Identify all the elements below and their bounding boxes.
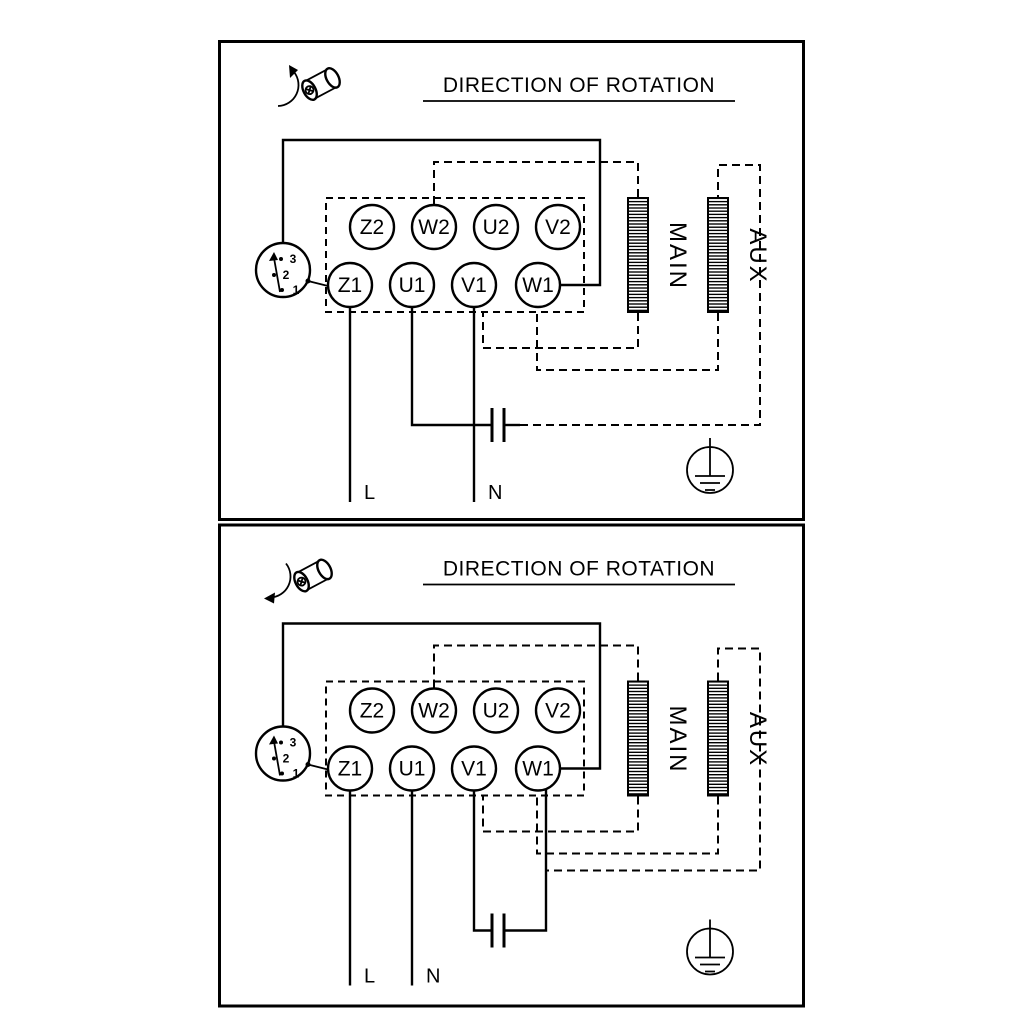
wire-capacitor-to-w1 xyxy=(505,789,548,932)
terminal-w1-label: W1 xyxy=(522,274,554,297)
terminal-w1 xyxy=(514,261,562,309)
main-winding xyxy=(627,197,649,313)
terminal-block-outline xyxy=(325,680,585,797)
terminal-u1 xyxy=(388,745,436,792)
wire-u1-to-capacitor xyxy=(410,307,491,427)
terminal-u1-label: U1 xyxy=(399,274,426,297)
rotation-arrow-arc xyxy=(269,562,292,599)
terminal-z2-label: Z2 xyxy=(360,700,385,723)
rotation-arrow-head xyxy=(264,592,275,604)
switch-position-3: 3 xyxy=(290,736,297,750)
wire-w2-to-main-top xyxy=(433,161,639,204)
terminal-w2-label: W2 xyxy=(418,700,450,723)
terminal-z1 xyxy=(326,745,374,792)
selector-switch-body xyxy=(254,241,312,299)
terminal-block-outline xyxy=(325,197,585,313)
wire-w2-to-main-top xyxy=(433,644,639,688)
switch-position-1: 1 xyxy=(293,767,300,781)
terminal-z1-label: Z1 xyxy=(338,758,363,781)
wire-aux-top-to-capacitor xyxy=(547,647,761,872)
wire-main-bottom-to-terminal xyxy=(482,313,639,349)
terminal-w1 xyxy=(514,745,562,792)
terminal-u2-label: U2 xyxy=(483,700,510,723)
supply-l-label: L xyxy=(364,482,375,504)
aux-winding-label: AUX xyxy=(744,712,771,767)
supply-n-label: N xyxy=(426,966,440,988)
terminal-z2-label: Z2 xyxy=(360,216,385,239)
selector-switch-body xyxy=(254,725,312,782)
wire-main-bottom-to-terminal xyxy=(482,796,639,833)
terminal-z1 xyxy=(326,261,374,309)
earth-ground-symbol xyxy=(686,919,734,976)
motor-shaft xyxy=(301,67,341,102)
switch-position-3: 3 xyxy=(290,252,297,266)
terminal-v2 xyxy=(534,203,582,251)
terminal-u1-label: U1 xyxy=(399,758,426,781)
terminal-z2 xyxy=(348,203,396,251)
supply-l-label: L xyxy=(364,966,375,988)
rotation-direction-icon xyxy=(277,65,341,107)
wire-capacitor-to-aux-top xyxy=(520,164,761,426)
wire-switch-loop-to-w1 xyxy=(281,138,602,287)
switch-position-2: 2 xyxy=(283,752,290,766)
panel-title: DIRECTION OF ROTATION xyxy=(443,558,715,581)
rotation-arrow-arc xyxy=(277,71,300,107)
wiring-diagram-panel-2: DIRECTION OF ROTATION Z2 W2 U2 V2 Z1 U1 … xyxy=(218,523,805,1008)
diagram-canvas-2: DIRECTION OF ROTATION Z2 W2 U2 V2 Z1 U1 … xyxy=(218,523,805,1008)
terminal-u2 xyxy=(472,203,520,251)
main-winding-label: MAIN xyxy=(664,222,691,290)
rotation-direction-icon xyxy=(264,558,333,604)
terminal-v2-label: V2 xyxy=(545,700,571,723)
terminal-z2 xyxy=(348,687,396,734)
switch-position-1: 1 xyxy=(293,283,300,297)
selector-switch-arrow xyxy=(273,257,281,293)
selector-switch: 3 2 1 xyxy=(254,241,329,299)
panel-border xyxy=(218,523,805,1008)
main-winding-label: MAIN xyxy=(664,706,691,774)
terminal-w2-label: W2 xyxy=(418,216,450,239)
wire-v1-to-capacitor xyxy=(472,790,491,932)
motor-shaft xyxy=(293,558,333,593)
main-winding xyxy=(627,680,649,797)
earth-ground-symbol xyxy=(686,438,734,494)
terminal-u2 xyxy=(472,687,520,734)
switch-position-2: 2 xyxy=(283,268,290,282)
terminal-u2-label: U2 xyxy=(483,216,510,239)
wire-switch-loop-to-w1 xyxy=(281,622,602,770)
switch-to-z1-link xyxy=(307,763,329,771)
selector-switch-arrow xyxy=(273,741,281,776)
diagram-canvas-1: DIRECTION OF ROTATION Z2 W2 U2 V2 Z1 U1 … xyxy=(218,40,805,521)
aux-winding-label: AUX xyxy=(744,228,771,283)
terminal-w2 xyxy=(410,687,458,734)
aux-winding xyxy=(707,197,729,313)
terminal-v1 xyxy=(450,745,498,792)
terminal-v1-label: V1 xyxy=(461,274,487,297)
terminal-w1-label: W1 xyxy=(522,758,554,781)
terminal-z1-label: Z1 xyxy=(338,274,363,297)
panel-border xyxy=(218,40,805,521)
terminal-v1-label: V1 xyxy=(461,758,487,781)
wire-aux-bottom-to-w1 xyxy=(536,313,719,371)
terminal-w2 xyxy=(410,203,458,251)
terminal-v2 xyxy=(534,687,582,734)
wire-aux-bottom-to-w1 xyxy=(536,796,719,855)
wiring-diagram-panel-1: DIRECTION OF ROTATION Z2 W2 U2 V2 Z1 U1 … xyxy=(218,40,805,521)
terminal-v1 xyxy=(450,261,498,309)
rotation-arrow-head xyxy=(289,65,298,78)
terminal-v2-label: V2 xyxy=(545,216,571,239)
aux-winding xyxy=(707,680,729,797)
switch-to-z1-link xyxy=(307,280,329,287)
panel-title: DIRECTION OF ROTATION xyxy=(443,74,715,97)
supply-n-label: N xyxy=(488,482,502,504)
selector-switch: 3 2 1 xyxy=(254,725,329,782)
terminal-u1 xyxy=(388,261,436,309)
